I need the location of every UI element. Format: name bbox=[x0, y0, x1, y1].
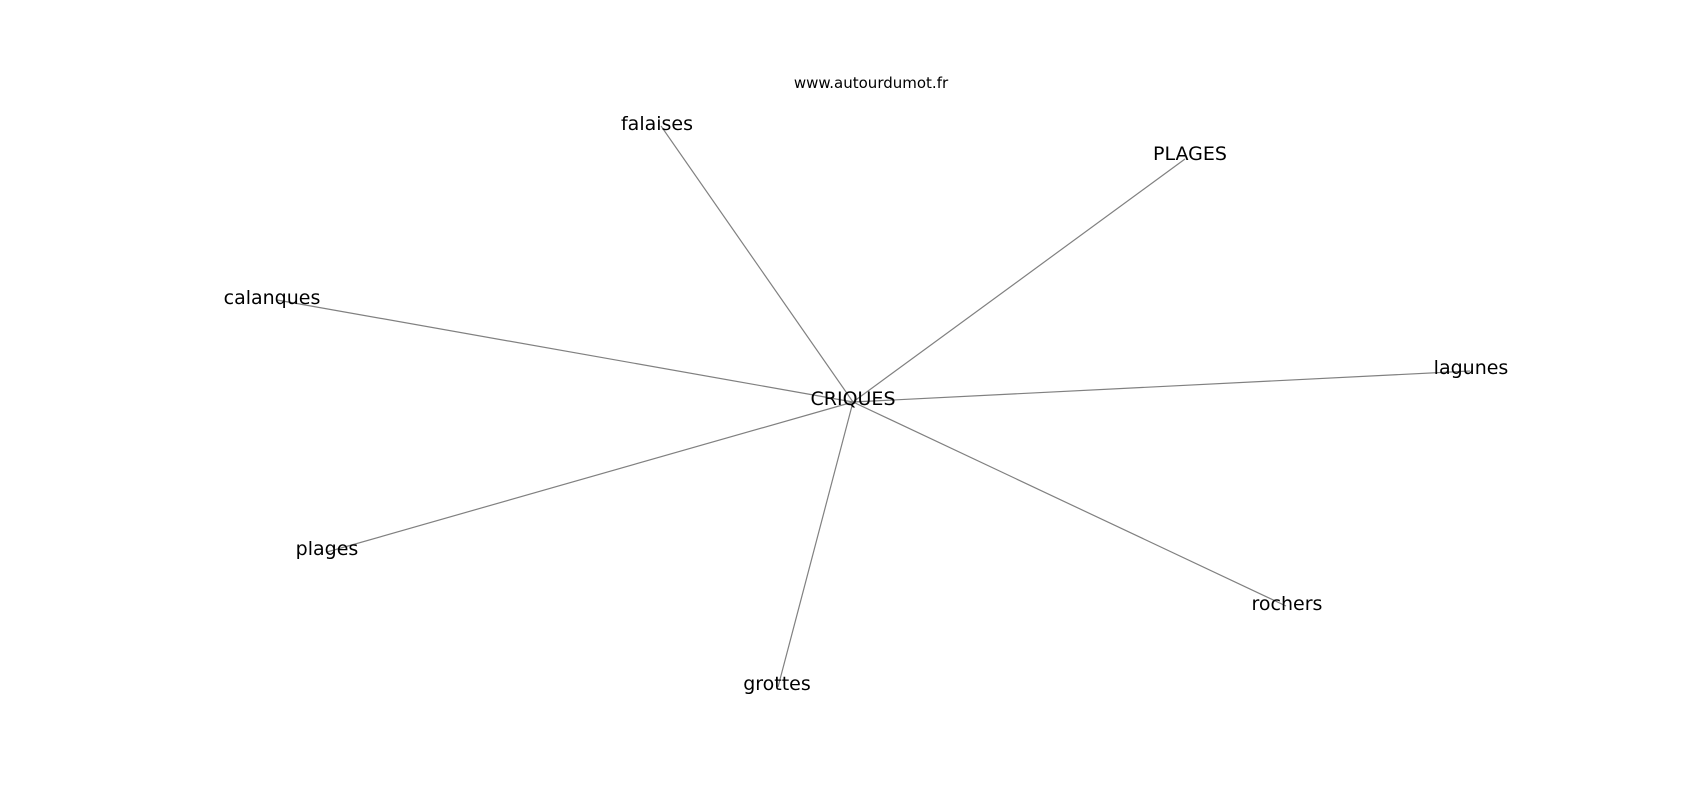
edge-plages bbox=[326, 401, 854, 553]
edge-falaises bbox=[660, 125, 854, 403]
edge-rochers bbox=[852, 401, 1287, 607]
node-falaises: falaises bbox=[621, 113, 693, 135]
edge-plages-upper bbox=[852, 158, 1186, 403]
site-watermark: www.autourdumot.fr bbox=[794, 74, 949, 92]
node-lagunes: lagunes bbox=[1434, 357, 1509, 379]
node-plages-upper: PLAGES bbox=[1153, 143, 1227, 165]
edge-lagunes bbox=[852, 370, 1471, 403]
node-rochers: rochers bbox=[1252, 593, 1323, 615]
node-plages: plages bbox=[296, 538, 359, 560]
node-calanques: calanques bbox=[224, 287, 321, 309]
node-center-criques: CRIQUES bbox=[811, 388, 896, 410]
edges bbox=[276, 125, 1471, 688]
edge-calanques bbox=[276, 299, 854, 403]
nodes: CRIQUES falaises PLAGES calanques lagune… bbox=[224, 113, 1509, 695]
edge-grottes bbox=[777, 401, 854, 688]
node-grottes: grottes bbox=[743, 673, 811, 695]
